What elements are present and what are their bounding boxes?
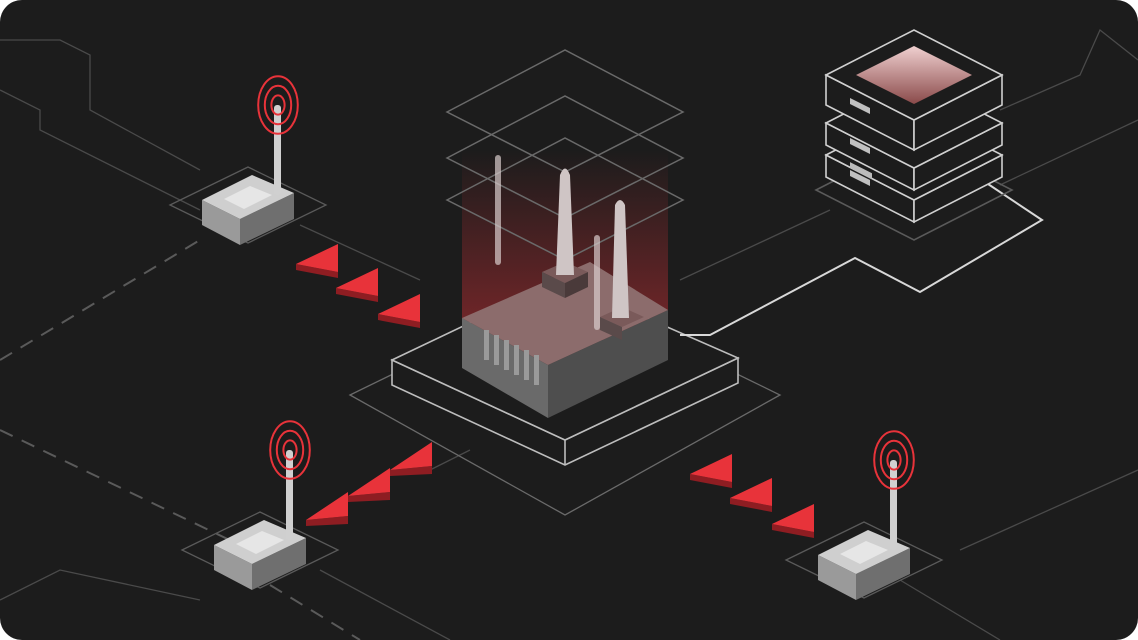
wireless-router-icon: [168, 75, 328, 245]
background-lines: [0, 28, 1138, 640]
wireless-router-icon: [784, 430, 944, 600]
factory-icon: [462, 155, 668, 418]
data-arrow-icon: [378, 294, 420, 328]
signal-waves-icon: [257, 75, 299, 135]
signal-waves-icon: [269, 420, 311, 480]
data-arrow-icon: [690, 454, 732, 488]
data-arrow-group: [306, 442, 432, 526]
wireless-router-icon: [180, 420, 340, 590]
glass-layers: [445, 49, 685, 261]
data-arrow-icon: [772, 504, 814, 538]
data-arrow-icon: [296, 244, 338, 278]
data-arrow-icon: [348, 468, 390, 502]
signal-waves-icon: [873, 430, 915, 490]
data-arrow-icon: [306, 492, 348, 526]
data-arrow-icon: [730, 478, 772, 512]
server-connector: [680, 181, 1044, 336]
data-arrow-group: [296, 244, 420, 328]
data-arrow-icon: [336, 268, 378, 302]
dashed-lines: [0, 239, 361, 640]
data-arrow-icon: [390, 442, 432, 476]
server-stack-icon: [814, 29, 1014, 241]
data-arrow-group: [690, 454, 814, 538]
